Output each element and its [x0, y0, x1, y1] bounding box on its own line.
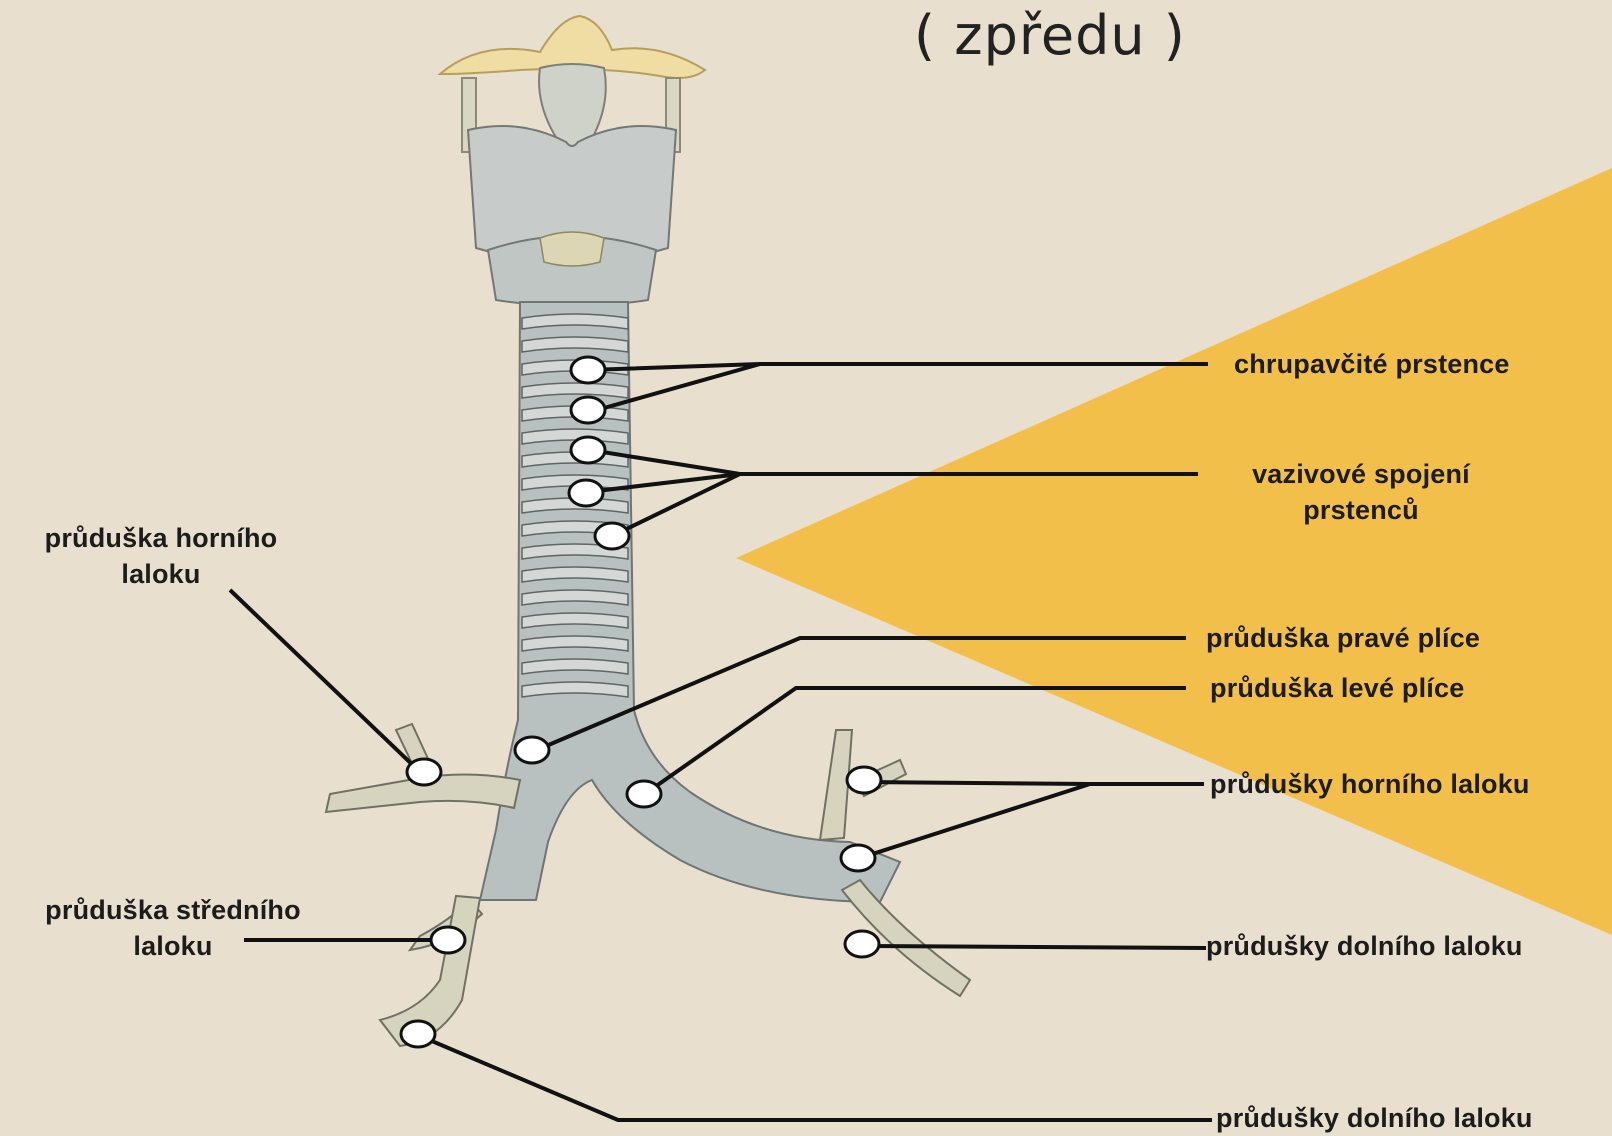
marker-dot-12 — [431, 927, 465, 953]
leader-dolniho-laloku-bottom — [420, 1036, 1212, 1120]
marker-dot-4 — [569, 480, 603, 506]
leader-horniho-laloku-left — [230, 590, 420, 772]
marker-dot-13 — [401, 1021, 435, 1047]
label-pruduska-stredniho-laloku-line1: průduška středního — [8, 892, 338, 928]
diagram-title: ( zpředu ) — [914, 4, 1186, 67]
label-pruduska-stredniho-laloku: průduška středního laloku — [8, 892, 338, 964]
cricothyroid-membrane — [540, 232, 604, 266]
label-vazivove-spojeni-line1: vazivové spojení — [1216, 456, 1506, 492]
leader-horniho-laloku-right — [866, 782, 1204, 784]
marker-dot-1 — [571, 357, 605, 383]
accent-wedge — [736, 168, 1612, 935]
label-prudusky-horniho-laloku: průdušky horního laloku — [1210, 766, 1530, 802]
label-pruduska-horniho-laloku-line2: laloku — [16, 556, 306, 592]
marker-dot-3 — [571, 437, 605, 463]
marker-dot-6 — [515, 737, 549, 763]
label-prudusky-dolniho-laloku-bottom: průdušky dolního laloku — [1216, 1100, 1533, 1136]
marker-dot-7 — [627, 781, 661, 807]
marker-dot-11 — [845, 931, 879, 957]
label-chrupavcite-prstence: chrupavčité prstence — [1234, 346, 1510, 382]
label-pruduska-prave-plice: průduška pravé plíce — [1206, 620, 1480, 656]
marker-dot-8 — [407, 759, 441, 785]
label-pruduska-leve-plice: průduška levé plíce — [1210, 670, 1464, 706]
label-pruduska-horniho-laloku: průduška horního laloku — [16, 520, 306, 592]
marker-dot-10 — [841, 845, 875, 871]
leader-chrupavcite-1 — [588, 364, 1208, 370]
marker-dot-2 — [571, 397, 605, 423]
marker-dot-9 — [847, 767, 881, 793]
leader-dolniho-laloku-right — [866, 946, 1206, 948]
marker-dot-5 — [595, 523, 629, 549]
label-pruduska-horniho-laloku-line1: průduška horního — [16, 520, 306, 556]
label-pruduska-stredniho-laloku-line2: laloku — [8, 928, 338, 964]
label-vazivove-spojeni-line2: prstenců — [1216, 492, 1506, 528]
leader-horniho-laloku-right-2 — [860, 784, 1090, 858]
label-prudusky-dolniho-laloku-right: průdušky dolního laloku — [1206, 928, 1523, 964]
marker-dots — [401, 357, 881, 1047]
label-vazivove-spojeni: vazivové spojení prstenců — [1216, 456, 1506, 528]
